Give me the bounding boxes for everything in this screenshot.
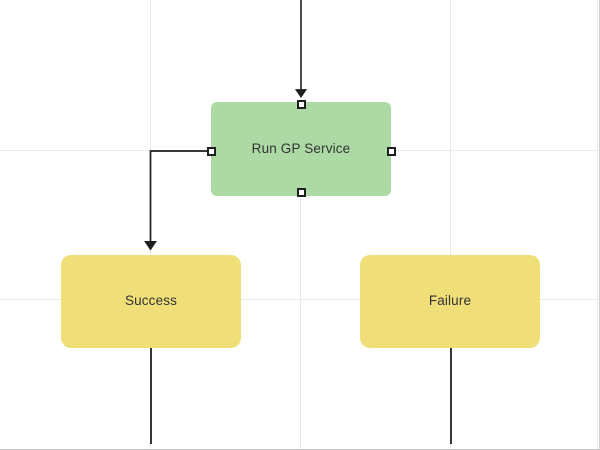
node-label: Failure [428,293,472,309]
port-handle-left[interactable] [207,146,216,156]
node-label: Success [124,293,178,309]
node-failure[interactable]: Failure [360,255,540,348]
node-success[interactable]: Success [61,255,241,348]
edge-run-gp-service-to-success[interactable] [144,150,214,251]
node-label: Run GP Service [251,140,351,156]
port-handle-right[interactable] [386,146,396,156]
port-handle-top[interactable] [296,99,306,109]
node-run-gp-service[interactable]: Run GP Service [211,102,391,196]
port-handle-bottom[interactable] [296,187,306,197]
